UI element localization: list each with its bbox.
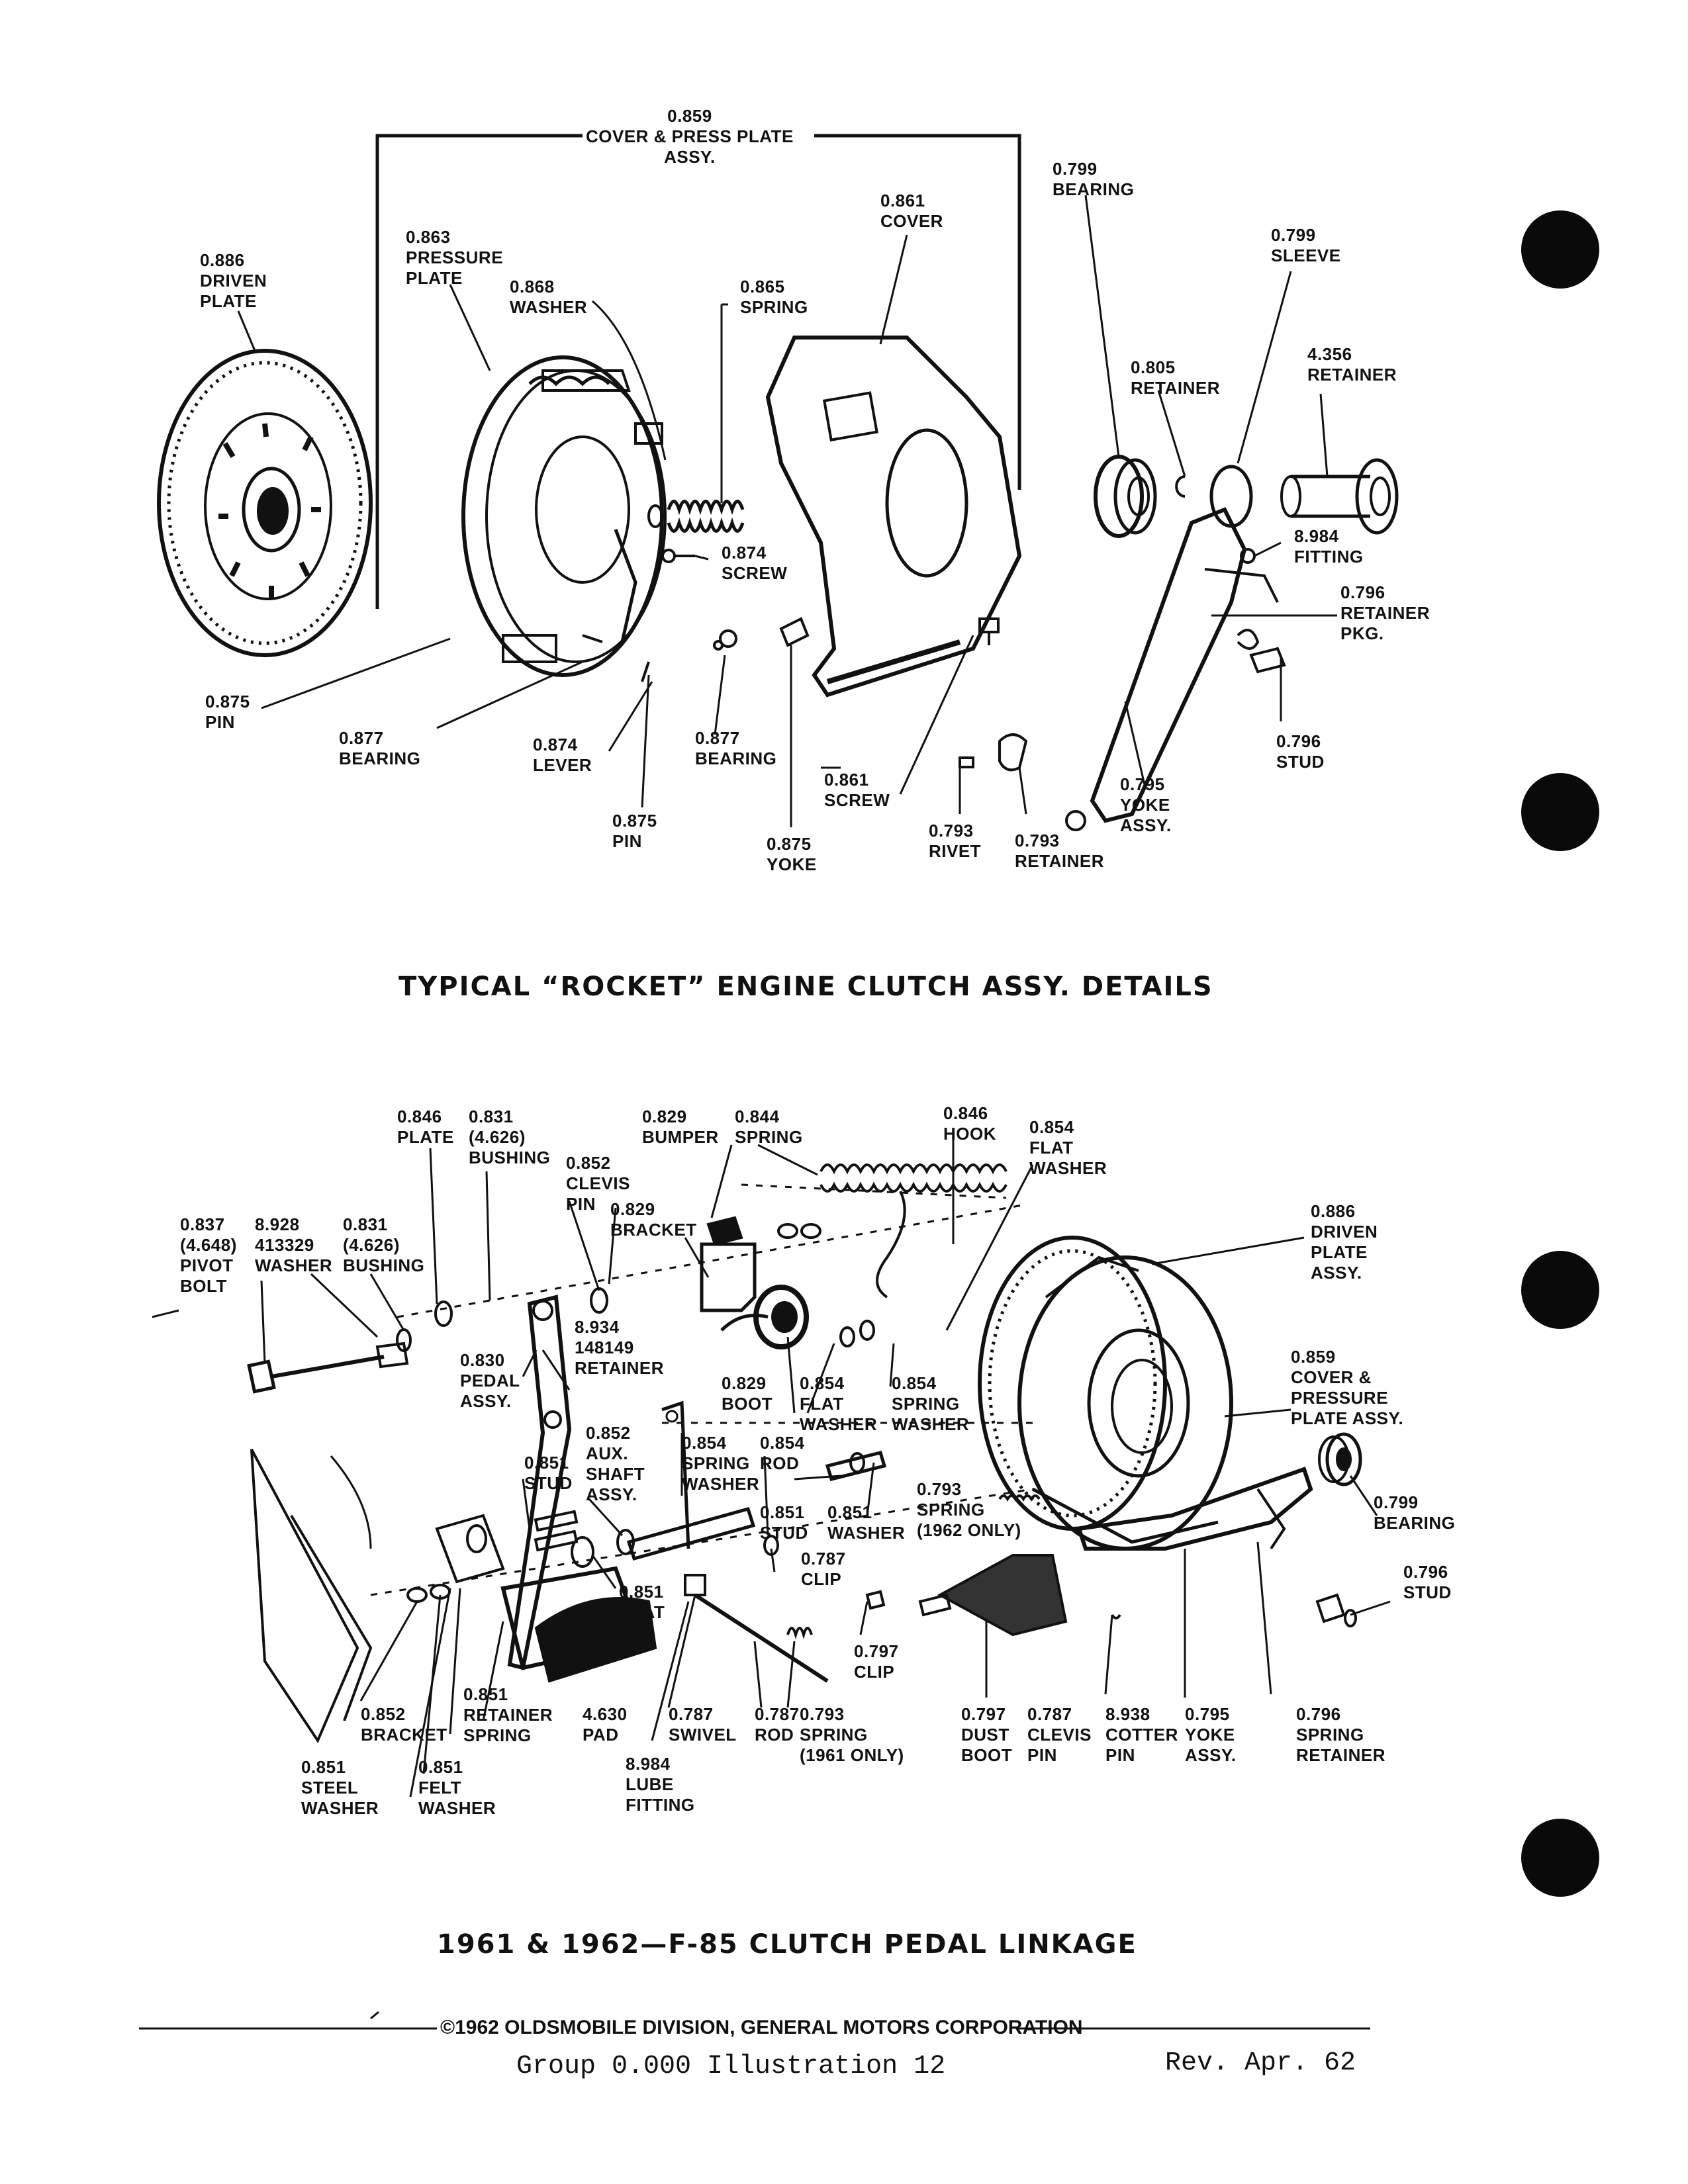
label-cover-press-plate: 0.859 COVER & PRESS PLATE ASSY.	[586, 106, 794, 167]
bearing-assembly	[1094, 455, 1399, 538]
label-lube-fitting-8984: 8.984 LUBE FITTING	[626, 1754, 695, 1815]
yoke-fork-fig2	[1076, 1467, 1313, 1551]
label-clip-0797: 0.797 CLIP	[854, 1641, 899, 1682]
label-bumper-0829: 0.829 BUMPER	[642, 1107, 719, 1147]
binder-hole-1	[1521, 210, 1599, 289]
label-washer-0868: 0.868 WASHER	[510, 277, 588, 317]
label-felt-washer-0851: 0.851 FELT WASHER	[418, 1757, 496, 1818]
yoke-fork	[1065, 507, 1279, 831]
label-screw-0861: 0.861 SCREW	[824, 770, 890, 810]
label-bushing-0831-left: 0.831 (4.626) BUSHING	[343, 1214, 425, 1275]
label-washer-0851: 0.851 WASHER	[827, 1502, 906, 1543]
label-stud-0796: 0.796 STUD	[1276, 731, 1325, 772]
label-swivel-0787: 0.787 SWIVEL	[669, 1704, 737, 1745]
label-flat-washer-0854-mid: 0.854 FLAT WASHER	[800, 1373, 878, 1434]
return-spring	[820, 1163, 1008, 1298]
label-retainer-pkg-0796: 0.796 RETAINER PKG.	[1340, 582, 1430, 643]
leader-lines-fig2	[260, 1138, 1391, 1797]
label-yoke-assy-0795: 0.795 YOKE ASSY.	[1120, 774, 1172, 835]
copyright-line: ©1962 OLDSMOBILE DIVISION, GENERAL MOTOR…	[440, 2017, 1083, 2038]
upper-bracket	[700, 1216, 821, 1312]
label-steel-washer-0851: 0.851 STEEL WASHER	[301, 1757, 379, 1818]
label-bearing-0877-b: 0.877 BEARING	[695, 728, 777, 768]
clutch-cover-housing	[765, 336, 1022, 698]
small-hardware	[582, 549, 810, 682]
label-screw-0874: 0.874 SCREW	[722, 543, 788, 583]
binder-hole-2	[1521, 773, 1599, 851]
label-spring-0793-1962: 0.793 SPRING (1962 ONLY)	[917, 1479, 1021, 1540]
label-sleeve-0799: 0.799 SLEEVE	[1271, 225, 1341, 265]
binder-hole-3	[1521, 1251, 1599, 1329]
label-cover-pressure-plate-0859: 0.859 COVER & PRESSURE PLATE ASSY.	[1291, 1347, 1404, 1428]
revision-line: Rev. Apr. 62	[1165, 2048, 1356, 2078]
firewall-panel	[250, 1449, 359, 1744]
label-clevis-pin-0852: 0.852 CLEVIS PIN	[566, 1153, 630, 1214]
label-cover-0861: 0.861 COVER	[880, 191, 943, 231]
label-spring-0865: 0.865 SPRING	[740, 277, 808, 317]
label-spring-washer-0854-mid: 0.854 SPRING WASHER	[892, 1373, 970, 1434]
label-spring-washer-0854-low: 0.854 SPRING WASHER	[682, 1433, 760, 1494]
label-bracket-0829: 0.829 BRACKET	[610, 1199, 697, 1240]
lower-bracket	[406, 1510, 594, 1603]
label-spring-retainer-0796: 0.796 SPRING RETAINER	[1296, 1704, 1385, 1765]
label-flat-washer-0854-top: 0.854 FLAT WASHER	[1029, 1117, 1107, 1178]
label-yoke-assy-0795-fig2: 0.795 YOKE ASSY.	[1185, 1704, 1237, 1765]
label-rod-0787: 0.787 ROD	[755, 1704, 800, 1745]
label-retainer-4356: 4.356 RETAINER	[1307, 344, 1397, 385]
label-stud-0851-mid: 0.851 STUD	[760, 1502, 808, 1543]
label-driven-plate-assy-0886: 0.886 DRIVEN PLATE ASSY.	[1311, 1201, 1378, 1283]
label-spring-0793-1961: 0.793 SPRING (1961 ONLY)	[800, 1704, 904, 1765]
label-clip-0787: 0.787 CLIP	[801, 1549, 846, 1589]
label-yoke-0875: 0.875 YOKE	[767, 834, 817, 874]
label-pivot-bolt-0837: 0.837 (4.648) PIVOT BOLT	[180, 1214, 237, 1296]
group-illustration-line: Group 0.000 Illustration 12	[516, 2052, 946, 2081]
stud-fig2	[998, 1494, 1357, 1627]
pivot-bolt-part	[247, 1287, 608, 1394]
label-hook-0846: 0.846 HOOK	[943, 1103, 996, 1144]
figure-2-caption: 1961 & 1962—F-85 CLUTCH PEDAL LINKAGE	[437, 1929, 1137, 1960]
label-pad-4630: 4.630 PAD	[583, 1704, 628, 1745]
leader-lines-fig1	[237, 195, 1337, 827]
label-stud-0796-fig2: 0.796 STUD	[1403, 1562, 1452, 1602]
bearing-fig2	[1318, 1432, 1362, 1486]
figure-1-caption: TYPICAL “ROCKET” ENGINE CLUTCH ASSY. DET…	[399, 972, 1213, 1002]
label-stud-0851-left: 0.851 STUD	[524, 1453, 573, 1493]
label-bearing-0799-fig2: 0.799 BEARING	[1374, 1492, 1456, 1533]
label-boot-0829: 0.829 BOOT	[722, 1373, 773, 1414]
label-rod-0854: 0.854 ROD	[760, 1433, 805, 1473]
label-pressure-plate-0863: 0.863 PRESSURE PLATE	[406, 227, 504, 288]
label-spring-0844: 0.844 SPRING	[735, 1107, 803, 1147]
dust-boot	[918, 1554, 1068, 1637]
binder-hole-4	[1521, 1819, 1599, 1897]
label-clevis-pin-0787: 0.787 CLEVIS PIN	[1027, 1704, 1092, 1765]
label-bracket-0852: 0.852 BRACKET	[361, 1704, 447, 1745]
label-pin-0875-b: 0.875 PIN	[612, 811, 657, 851]
label-fitting-8984: 8.984 FITTING	[1294, 526, 1364, 567]
label-washer-8928: 8.928 413329 WASHER	[255, 1214, 333, 1275]
label-plate-0846: 0.846 PLATE	[397, 1107, 454, 1147]
label-aux-shaft-0852: 0.852 AUX. SHAFT ASSY.	[586, 1423, 645, 1504]
label-rivet-0793: 0.793 RIVET	[929, 821, 982, 861]
driven-plate-disc	[157, 349, 373, 657]
label-pedal-assy-0830: 0.830 PEDAL ASSY.	[460, 1350, 520, 1411]
label-retainer-0793: 0.793 RETAINER	[1015, 831, 1104, 871]
label-retainer-spring-0851: 0.851 RETAINER SPRING	[463, 1684, 553, 1745]
label-retainer-0805: 0.805 RETAINER	[1131, 357, 1220, 398]
label-driven-plate-0886: 0.886 DRIVEN PLATE	[200, 250, 267, 311]
stud-part	[1249, 647, 1286, 674]
label-dust-boot-0797: 0.797 DUST BOOT	[961, 1704, 1013, 1765]
spring-coil	[667, 500, 745, 533]
label-bearing-0799: 0.799 BEARING	[1053, 159, 1135, 199]
washer-part	[647, 504, 663, 528]
pressure-plate-assembly	[461, 355, 667, 677]
label-pin-0875-a: 0.875 PIN	[205, 692, 250, 732]
label-retainer-8934: 8.934 148149 RETAINER	[575, 1317, 664, 1378]
label-lever-0874: 0.874 LEVER	[533, 735, 592, 775]
label-bearing-0877-a: 0.877 BEARING	[339, 728, 421, 768]
label-bushing-0831-top: 0.831 (4.626) BUSHING	[469, 1107, 551, 1167]
label-seat-0851: 0.851 SEAT	[619, 1582, 665, 1622]
clutch-assembly-illustration	[157, 134, 1399, 831]
label-cotter-pin-8938: 8.938 COTTER PIN	[1105, 1704, 1178, 1765]
